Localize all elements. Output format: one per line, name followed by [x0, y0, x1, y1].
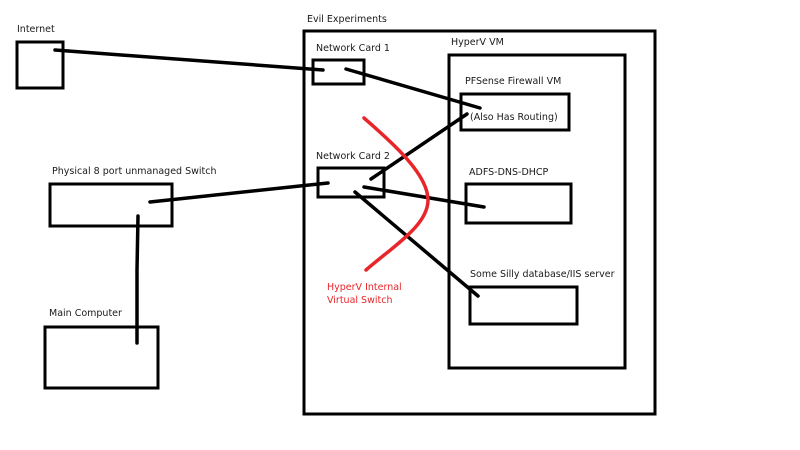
- database-box: [468, 285, 579, 326]
- internet-box: [15, 40, 65, 90]
- physical-switch-label: Physical 8 port unmanaged Switch: [52, 166, 217, 177]
- adfs-label: ADFS-DNS-DHCP: [469, 167, 549, 178]
- internet-label: Internet: [17, 24, 55, 35]
- edge-switch-main-computer: [135, 214, 140, 345]
- physical-switch-box: [48, 182, 174, 228]
- evil-experiments-label: Evil Experiments: [307, 14, 387, 25]
- edge-nc2-adfs: [362, 185, 486, 209]
- hyperv-vm-box: [447, 53, 627, 370]
- main-computer-label: Main Computer: [49, 308, 122, 319]
- network-card-1-box: [311, 58, 366, 86]
- evil-experiments-box: [302, 29, 657, 416]
- virtual-switch-label-line1: HyperV Internal: [327, 282, 402, 293]
- adfs-box: [464, 182, 573, 225]
- virtual-switch-label-line2: Virtual Switch: [327, 295, 393, 306]
- edge-nc2-database: [353, 190, 480, 298]
- network-card-2-label: Network Card 2: [316, 151, 390, 162]
- edge-nc2-pfsense: [369, 112, 469, 181]
- pfsense-label: PFSense Firewall VM: [465, 76, 562, 87]
- network-card-1-label: Network Card 1: [316, 43, 390, 54]
- main-computer-box: [43, 325, 160, 390]
- edge-switch-nc2: [148, 181, 330, 204]
- virtual-switch-curve: [362, 116, 430, 272]
- database-label: Some Silly database/IIS server: [470, 269, 615, 280]
- pfsense-box: [459, 92, 571, 132]
- edge-nc1-pfsense: [344, 67, 482, 110]
- edge-internet-nc1: [53, 48, 325, 72]
- hyperv-vm-label: HyperV VM: [451, 37, 504, 48]
- pfsense-routing-note: (Also Has Routing): [470, 112, 558, 123]
